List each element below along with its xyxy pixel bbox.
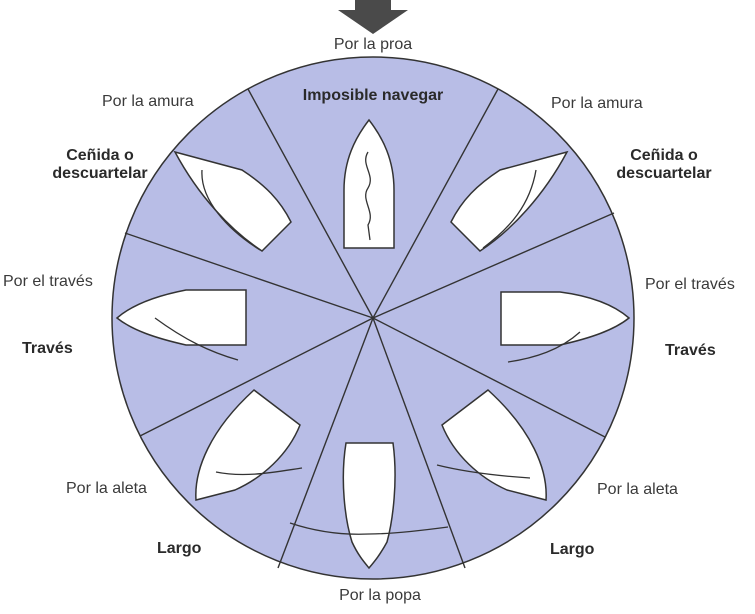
- label-cenida-right: Ceñida o descuartelar: [616, 147, 712, 182]
- boat-beam-reach-left: [115, 289, 247, 361]
- sailboat-hull-icon: [500, 291, 631, 346]
- sail-curve: [436, 464, 531, 479]
- label-amura-left: Por la amura: [102, 93, 194, 110]
- sail-curve: [507, 331, 581, 363]
- boat-running: [289, 442, 449, 570]
- sailboat-hull-icon: [115, 289, 247, 346]
- label-largo-left: Largo: [157, 540, 202, 557]
- label-por-el-traves-left: Por el través: [3, 273, 93, 290]
- boat-beam-reach-right: [500, 291, 631, 363]
- sail-curve: [289, 522, 449, 535]
- down-arrow-icon: [338, 0, 408, 34]
- sail-curve: [482, 169, 537, 249]
- boat-broad-reach-left: [195, 389, 303, 501]
- sailboat-hull-icon: [343, 118, 395, 249]
- boat-broad-reach-right: [436, 389, 547, 501]
- luffing-sail: [365, 151, 371, 241]
- sector-lines: [124, 88, 615, 569]
- label-por-la-popa: Por la popa: [339, 587, 421, 604]
- label-amura-right: Por la amura: [551, 95, 643, 112]
- label-por-el-traves-right: Por el través: [645, 276, 735, 293]
- sail-curve: [201, 169, 261, 251]
- boat-close-hauled-left: [173, 150, 292, 252]
- label-imposible-navegar: Imposible navegar: [302, 87, 444, 104]
- sail-curve: [154, 317, 239, 361]
- label-aleta-right: Por la aleta: [597, 481, 678, 498]
- label-largo-right: Largo: [550, 541, 595, 558]
- sail-curve: [215, 467, 303, 476]
- sailboat-hull-icon: [342, 442, 396, 570]
- sailboat-hull-icon: [450, 150, 569, 252]
- label-aleta-left: Por la aleta: [66, 480, 147, 497]
- label-traves-left: Través: [22, 340, 73, 357]
- sailboat-hull-icon: [441, 389, 547, 501]
- label-cenida-left: Ceñida o descuartelar: [52, 147, 148, 182]
- boat-head-to-wind: [343, 118, 395, 249]
- sailboat-hull-icon: [173, 150, 292, 252]
- boat-close-hauled-right: [450, 150, 569, 252]
- label-traves-right: Través: [665, 342, 716, 359]
- label-por-la-proa: Por la proa: [333, 36, 413, 53]
